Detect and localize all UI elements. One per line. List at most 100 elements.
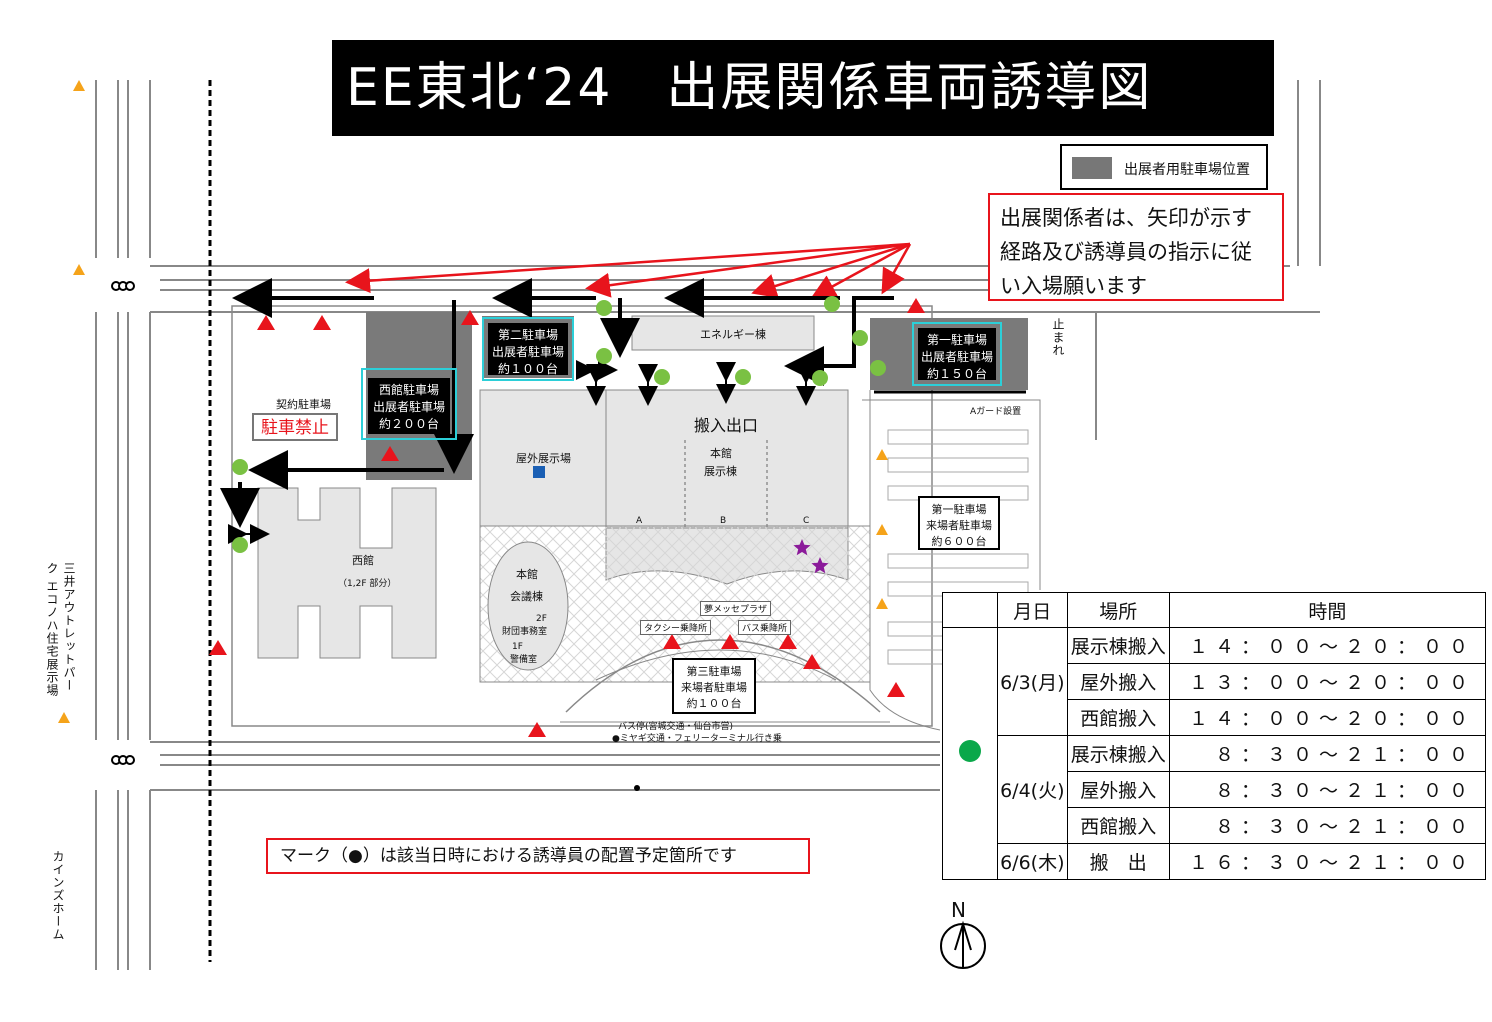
schedule-date: 6/4(火) [997,735,1068,844]
compass [940,920,986,969]
orange-triangle-icon [876,449,888,460]
lot1-visitor-label: 第一駐車場 来場者駐車場 約６００台 [918,496,1000,550]
guide-dot-icon [654,369,670,385]
schedule-place: 搬 出 [1066,843,1170,880]
guide-mark-cell [942,627,998,880]
west-lot-line: 約２００台 [378,417,439,431]
office-label: 財団事務室 [502,627,548,637]
floor-2f-label: 2F [536,614,547,624]
guide-dot-icon [735,369,751,385]
guide-dot-icon [596,348,612,364]
schedule-place: 展示棟搬入 [1066,627,1170,664]
schedule-date: 6/6(木) [997,843,1068,880]
schedule-place: 西館搬入 [1066,807,1170,844]
red-triangle-icon [257,315,275,330]
lot3-line: 第三駐車場 [686,665,742,678]
west-lot-label: 西館駐車場 出展者駐車場 約２００台 [368,378,450,434]
red-triangle-icon [779,634,797,649]
lot3-line: 約１００台 [686,697,742,710]
lot1-visitor-line: 約６００台 [931,535,987,548]
west-hall-note: （1,2F 部分） [338,579,397,589]
lot1-exhibitor-frame [912,322,1002,386]
red-triangle-icon [907,298,925,313]
schedule-row: 6/4(火) 展示棟搬入 ８：３０～２１：００ [943,735,1487,844]
guide-dot-icon [232,537,248,553]
schedule-row: 6/6(木) 搬 出 １６：３０～２１：００ [943,843,1487,880]
notice-line: 出展関係者は、矢印が示す [1000,206,1252,230]
west-hall-label: 西館 [352,554,374,567]
guide-dot-icon [812,370,828,386]
yume-plaza-label: 夢メッセプラザ [700,601,772,616]
lot1-exhibitor-label: 第一駐車場 出展者駐車場 約１５０台 [918,328,996,381]
guide-dot-icon [959,740,981,762]
left-side-label: 三井アウトレットパーク エコノハ住宅展示場 [45,562,76,697]
guide-dot-icon [232,459,248,475]
loading-gate-label: 搬入出口 [694,416,759,435]
legend-swatch [1072,157,1112,179]
red-triangle-icon [721,634,739,649]
lot3-line: 来場者駐車場 [681,681,747,694]
orange-triangle-icon [876,524,888,535]
conference-main-label: 本館 [516,568,538,581]
energy-building-label: エネルギー棟 [700,328,766,341]
schedule-time: １３：００～２０：００ [1168,663,1487,700]
stop-sign-label: 止まれ [1051,318,1065,357]
lot3-label: 第三駐車場 来場者駐車場 約１００台 [672,658,756,714]
outdoor-area-label: 屋外展示場 [516,452,571,465]
floor-1f-label: 1F [512,642,523,652]
bus-stop2-label: ●ミヤギ交通・フェリーターミナル行き乗 [612,734,782,744]
lot2-line: 第二駐車場 [497,328,558,342]
taxi-stop-label: タクシー乗降所 [640,620,712,635]
notice-line: い入場願います [1000,274,1147,298]
schedule-header-blank [942,592,998,628]
red-triangle-icon [313,315,331,330]
schedule-time: １４：００～２０：００ [1168,627,1487,664]
schedule-time: ８：３０～２１：００ [1168,735,1487,772]
orange-triangle-icon [58,712,70,723]
legend-label: 出展者用駐車場位置 [1124,162,1250,178]
lot2-frame [482,317,574,381]
schedule-time: １４：００～２０：００ [1168,699,1487,736]
red-triangle-icon [381,446,399,461]
star-icon [793,539,811,556]
hall-b-label: B [720,516,727,526]
red-triangle-icon [528,722,546,737]
schedule-place: 展示棟搬入 [1066,735,1170,772]
notice-box: 出展関係者は、矢印が示す 経路及び誘導員の指示に従 い入場願います [988,193,1284,301]
lot1-exhibitor-line: 第一駐車場 [926,333,987,347]
guide-dot-icon [824,296,840,312]
legend: 出展者用駐車場位置 [1060,144,1268,190]
traffic-signals [111,281,135,765]
no-parking-sign: 駐車禁止 [252,413,338,441]
lot1-exhibitor-line: 出展者駐車場 [920,350,993,364]
bus-stop-label: バス停(宮城交通・仙台市営) [618,722,734,732]
west-lot-frame [361,368,457,440]
lot1-visitor-line: 来場者駐車場 [926,519,992,532]
red-triangle-icon [461,310,479,325]
exhibition-building-label: 展示棟 [704,465,737,478]
schedule-time: ８：３０～２１：００ [1168,771,1487,808]
schedule-place: 屋外搬入 [1066,663,1170,700]
schedule-header-row: 月日 場所 時間 [942,592,1487,628]
schedule-row: 西館搬入 １４：００～２０：００ [943,699,1487,736]
schedule-row: 屋外搬入 １３：００～２０：００ [943,663,1487,700]
schedule-row: 6/3(月) 展示棟搬入 １４：００～２０：００ [942,627,1487,880]
red-triangle-icon [663,634,681,649]
guide-dot-icon [870,360,886,376]
orange-triangle-icon [876,598,888,609]
main-hall-label: 本館 [710,447,732,460]
west-lot-line: 西館駐車場 [378,383,439,397]
red-triangle-icon [209,640,227,655]
mark-note: マーク（●）は該当日時における誘導員の配置予定箇所です [266,838,810,874]
lot2-line: 出展者駐車場 [491,345,564,359]
outdoor-marker-icon [533,466,545,478]
cainz-label: カインズホーム [51,850,65,941]
schedule-time: ８：３０～２１：００ [1168,807,1487,844]
schedule-row: 屋外搬入 ８：３０～２１：００ [943,771,1487,808]
a-guard-label: Aガード設置 [970,407,1022,417]
schedule-time: １６：３０～２１：００ [1168,843,1487,880]
conference-label: 会議棟 [510,590,543,603]
contract-parking-label: 契約駐車場 [276,398,331,411]
